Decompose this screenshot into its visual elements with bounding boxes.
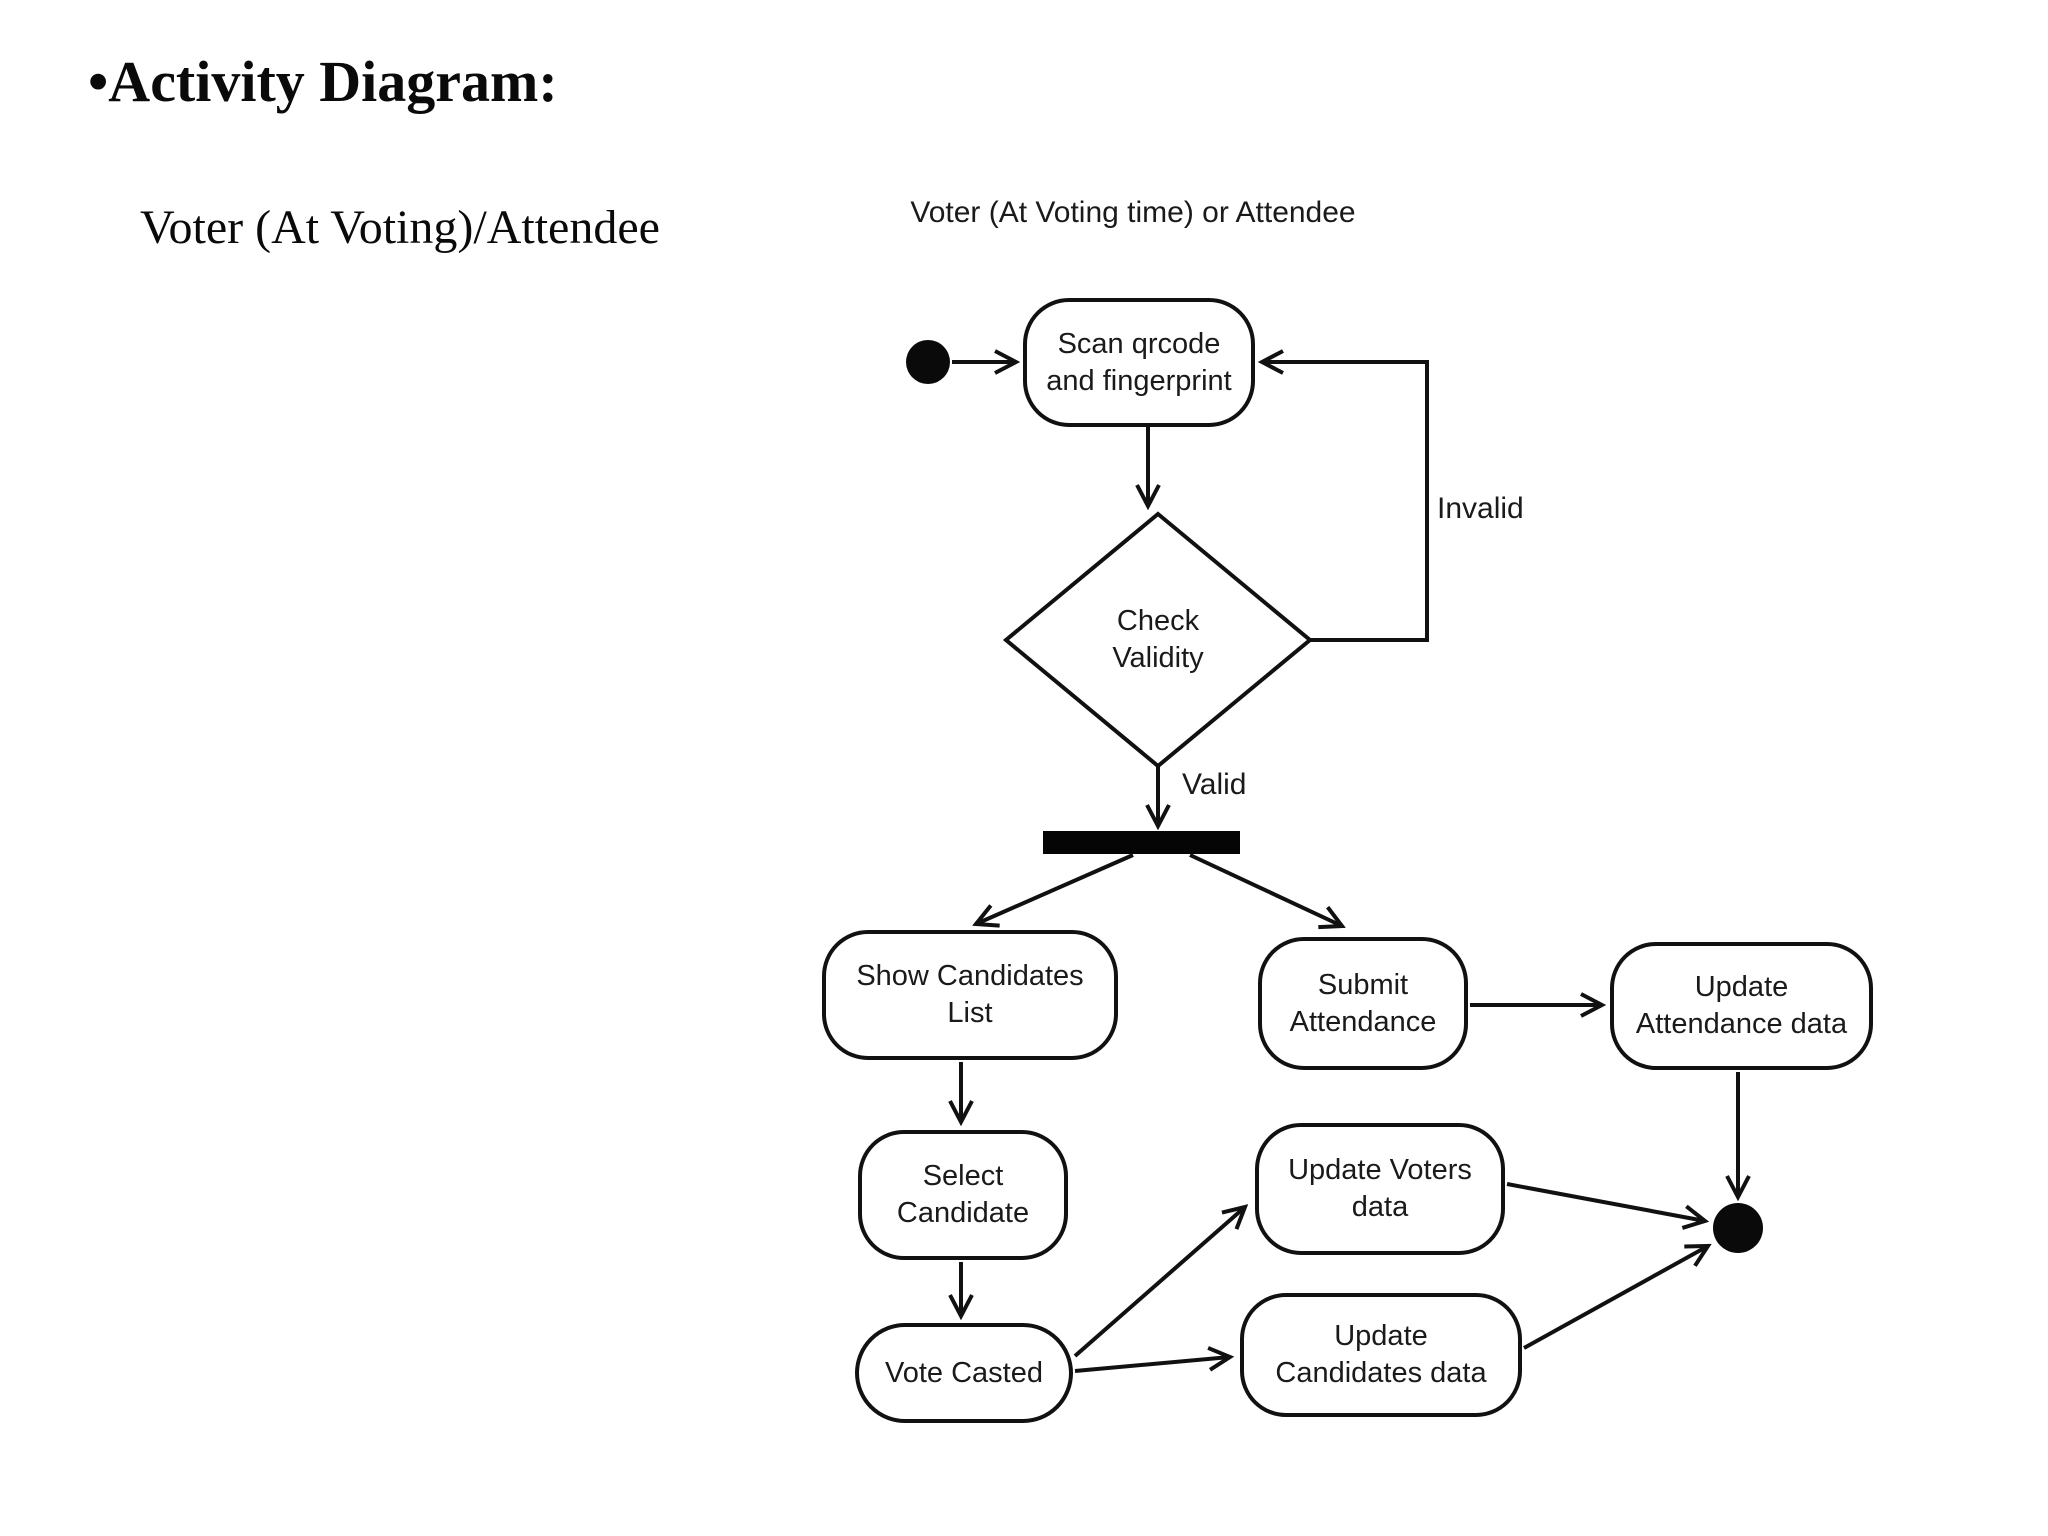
end-node xyxy=(1713,1203,1763,1253)
node-label-line: Attendance xyxy=(1289,1005,1437,1038)
node-label-line: and fingerprint xyxy=(1046,364,1232,397)
node-label-line: List xyxy=(947,997,993,1029)
edge-update-voters-to-end xyxy=(1506,1182,1705,1221)
page-title: •Activity Diagram: xyxy=(88,49,558,114)
node-select-candidate: Select Candidate xyxy=(858,1130,1068,1260)
node-label-line: Update xyxy=(1694,971,1789,1003)
node-label-line: Validity xyxy=(1112,642,1204,674)
node-label-line: Candidate xyxy=(896,1197,1030,1229)
edge-label-valid: Valid xyxy=(1182,768,1247,801)
node-update-candidates-data: Update Candidates data xyxy=(1240,1293,1522,1417)
node-label-line: Scan qrcode xyxy=(1057,327,1221,360)
node-label-line: Check xyxy=(1116,605,1200,637)
node-label-line: Show Candidates xyxy=(856,960,1084,992)
node-label-line: Select xyxy=(922,1160,1004,1192)
node-vote-casted: Vote Casted xyxy=(855,1323,1073,1423)
node-label-line: data xyxy=(1351,1191,1409,1223)
page-subtitle: Voter (At Voting)/Attendee xyxy=(140,201,660,254)
node-label-line: Update xyxy=(1334,1320,1428,1352)
node-label-line: Vote Casted xyxy=(885,1356,1043,1389)
start-node xyxy=(906,340,950,384)
node-label-line: Submit xyxy=(1317,968,1409,1001)
node-update-attendance-data: Update Attendance data xyxy=(1610,942,1873,1070)
node-scan-qrcode-and-fingerprint: Scan qrcode and fingerprint xyxy=(1023,298,1255,427)
node-update-voters-data: Update Voters data xyxy=(1255,1123,1505,1255)
edge-fork-to-show-candidates xyxy=(976,853,1134,924)
fork-bar xyxy=(1043,831,1240,854)
decision-check-validity-label: Check Validity xyxy=(1058,582,1258,698)
edge-vote-to-update-voters xyxy=(1073,1207,1245,1358)
node-label-line: Update Voters xyxy=(1288,1154,1472,1186)
node-submit-attendance: Submit Attendance xyxy=(1258,937,1468,1070)
node-label-line: Candidates data xyxy=(1275,1357,1487,1389)
edge-fork-to-submit-attendance xyxy=(1189,853,1342,926)
edge-update-candidates-to-end xyxy=(1523,1246,1708,1350)
edge-label-invalid: Invalid xyxy=(1437,492,1524,525)
diagram-header: Voter (At Voting time) or Attendee xyxy=(910,196,1356,229)
node-label-line: Attendance data xyxy=(1635,1008,1848,1040)
node-show-candidates-list: Show Candidates List xyxy=(822,930,1118,1060)
edge-vote-to-update-candidates xyxy=(1074,1357,1230,1373)
edge-invalid-loop xyxy=(1262,362,1429,642)
